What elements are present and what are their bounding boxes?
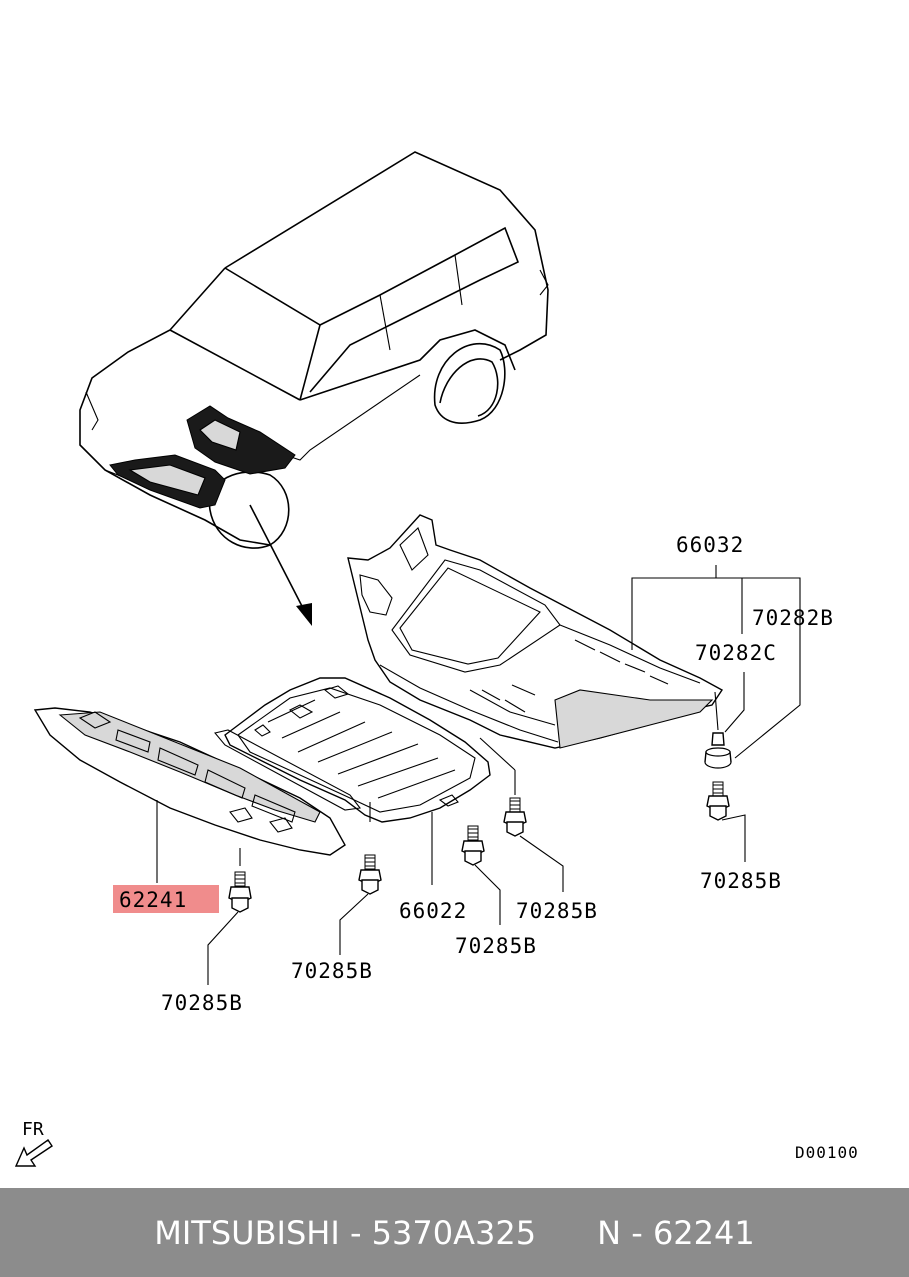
footer-gap xyxy=(340,1214,350,1252)
center-panel xyxy=(214,677,491,823)
highlight-box xyxy=(113,885,219,913)
footer-gap xyxy=(536,1214,597,1252)
label-70282c: 70282C xyxy=(695,641,777,665)
label-70285b-right: 70285B xyxy=(700,869,782,893)
footer-ref-number: 62241 xyxy=(652,1213,755,1252)
label-70285b-center: 70285B xyxy=(455,934,537,958)
bolt-right-icon xyxy=(706,781,730,821)
orientation-label: FR xyxy=(22,1119,44,1140)
drawing-code: D00100 xyxy=(795,1143,859,1162)
parts-diagram: 66032 70282B 70282C 70285B 70285B 66022 … xyxy=(14,151,859,1167)
label-70285b-left: 70285B xyxy=(161,991,243,1015)
footer-separator: - xyxy=(349,1213,362,1252)
direction-arrow xyxy=(249,504,312,626)
footer-bar: MITSUBISHI - 5370A325 N - 62241 xyxy=(0,1188,909,1277)
bolt-left-icon xyxy=(228,848,252,913)
label-70282b: 70282B xyxy=(752,606,834,630)
label-66022: 66022 xyxy=(399,899,467,923)
label-66032: 66032 xyxy=(676,533,744,557)
label-62241-highlighted: 62241 xyxy=(119,888,187,912)
label-70285b-center-right: 70285B xyxy=(516,899,598,923)
footer-gap xyxy=(362,1214,372,1252)
vehicle-outline xyxy=(79,151,549,549)
clip-icon xyxy=(704,691,732,769)
bolt-center-icon xyxy=(461,825,485,866)
footer-part-number: 5370A325 xyxy=(371,1213,537,1252)
bolt-center-left-icon xyxy=(358,802,382,895)
leader-lines xyxy=(156,565,801,985)
footer-gap xyxy=(643,1214,653,1252)
rear-shield xyxy=(347,514,724,749)
front-panel xyxy=(33,707,346,856)
footer-brand: MITSUBISHI xyxy=(154,1213,340,1252)
label-70285b-center-left: 70285B xyxy=(291,959,373,983)
footer-ref-prefix: N - xyxy=(597,1213,643,1252)
front-orientation-icon: FR xyxy=(14,1119,53,1167)
bolt-center-right-icon xyxy=(479,737,527,837)
